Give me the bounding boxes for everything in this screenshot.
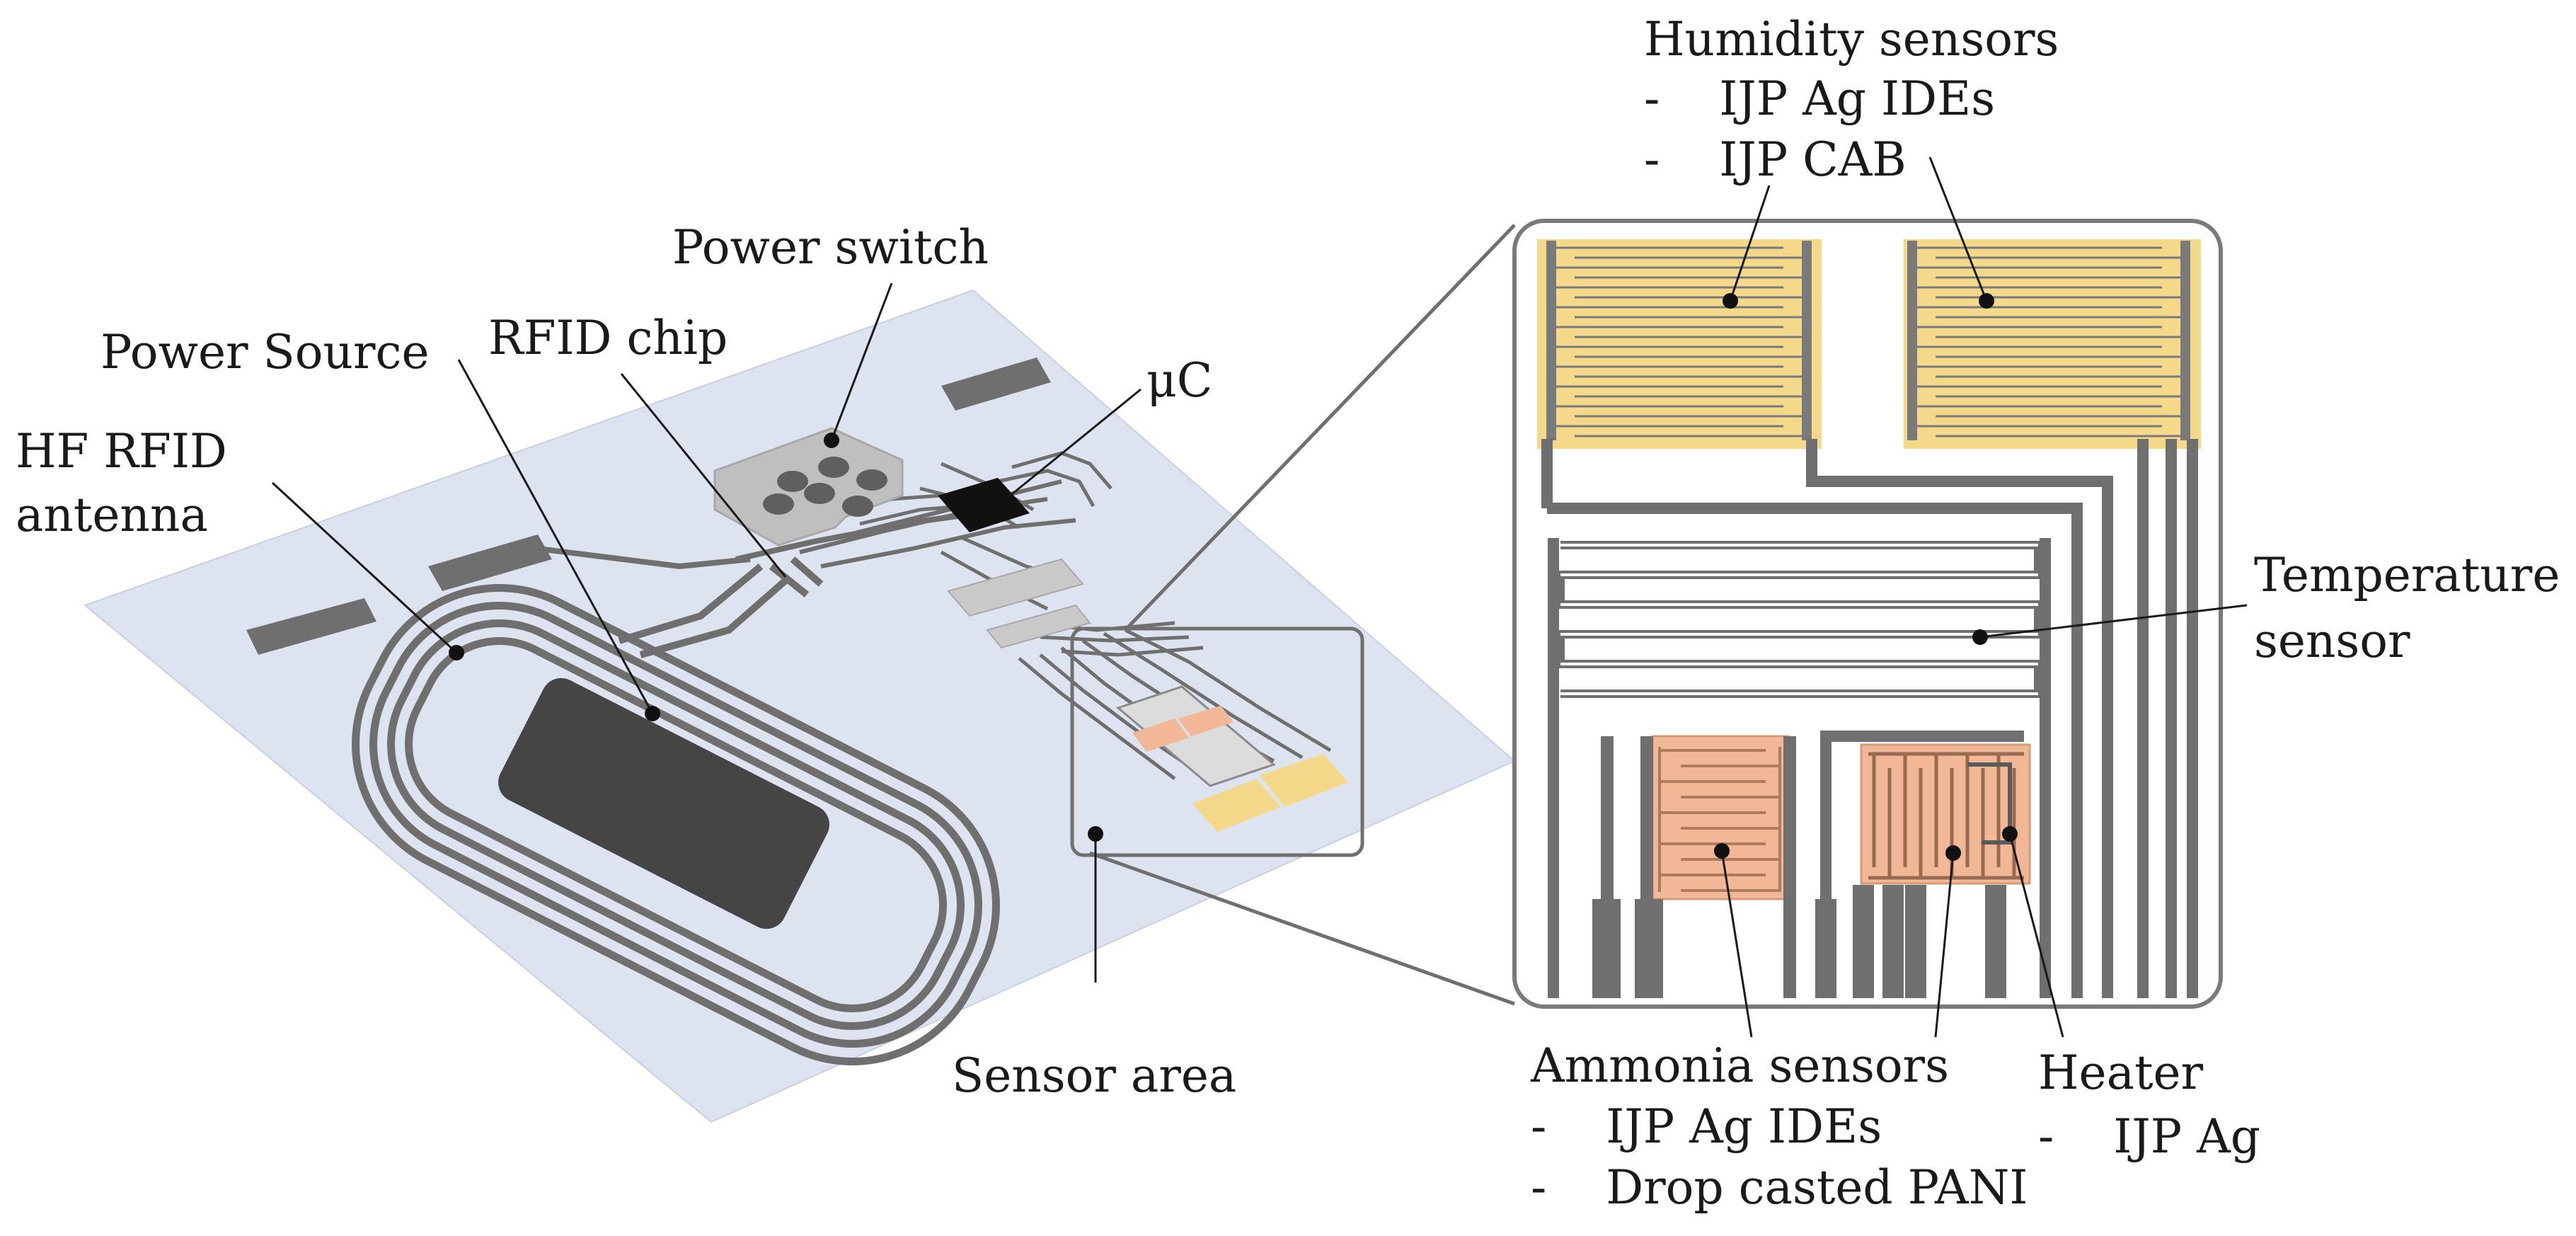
humidity-sensor-pad <box>1904 239 2201 449</box>
detail-traces <box>1541 439 2198 998</box>
hf-rfid-antenna <box>352 584 1000 1065</box>
antenna-label-line-1: HF RFID <box>16 424 227 479</box>
mini-ammonia-pad <box>1178 706 1234 736</box>
ammonia-sensors-item-2: - Drop casted PANI <box>1531 1160 2028 1215</box>
tag-overview <box>84 289 1516 1123</box>
humidity-sensors-title: Humidity sensors <box>1644 12 2059 67</box>
mini-humidity-pad <box>1192 779 1281 832</box>
sensor-area-frame <box>1070 626 1364 857</box>
power-switch-label: Power switch <box>672 220 989 275</box>
antenna-contact-pad <box>246 598 376 655</box>
labels: Humidity sensors - IJP Ag IDEs - IJP CAB… <box>16 12 2560 1215</box>
power-source-label: Power Source <box>100 325 430 379</box>
switch-button <box>804 483 835 504</box>
rfid-chip <box>769 556 824 597</box>
switch-contact-pad <box>941 357 1051 411</box>
switch-button <box>777 471 808 492</box>
component-block <box>947 558 1084 617</box>
ammonia-sensor-left <box>1592 735 1796 998</box>
humidity-ide-electrode <box>1907 241 2190 440</box>
temperature-sensor-meander <box>1556 541 2042 698</box>
heater-item-1: - IJP Ag <box>2038 1109 2260 1164</box>
humidity-sensors-item-1: - IJP Ag IDEs <box>1644 71 1995 126</box>
substrate-sheet <box>84 289 1516 1123</box>
temperature-sensor-label-line-1: Temperature <box>2254 548 2560 602</box>
switch-button <box>818 457 849 478</box>
heater-title: Heater <box>2038 1046 2204 1100</box>
zoom-line-bottom <box>1089 851 1515 1006</box>
microcontroller-chip <box>938 478 1030 532</box>
sensor-area-label: Sensor area <box>952 1048 1236 1103</box>
power-switch-panel <box>713 427 904 547</box>
component-block <box>986 604 1091 649</box>
sensor-area-miniature <box>1115 685 1348 832</box>
ammonia-sensors-item-1: - IJP Ag IDEs <box>1531 1099 1882 1154</box>
antenna-contact-pad <box>428 534 552 591</box>
temperature-sensor-label-line-2: sensor <box>2254 614 2410 668</box>
humidity-sensor-pad <box>1537 239 1822 449</box>
ammonia-sensors-title: Ammonia sensors <box>1530 1038 1949 1093</box>
zoom-line-top <box>1124 224 1516 631</box>
power-source-battery <box>498 677 829 929</box>
humidity-sensors-item-2: - IJP CAB <box>1644 132 1907 187</box>
switch-button <box>842 496 873 517</box>
sensor-area-detail <box>1512 219 2223 1009</box>
leader-lines <box>271 156 2248 1038</box>
switch-button <box>856 469 887 491</box>
antenna-label-line-2: antenna <box>16 488 208 542</box>
humidity-ide-electrode <box>1546 241 1812 440</box>
mini-ammonia-pad <box>1132 719 1189 752</box>
microcontroller-label: μC <box>1146 353 1212 408</box>
rfid-chip-label: RFID chip <box>488 311 728 365</box>
switch-button <box>763 493 794 515</box>
mini-humidity-pad <box>1260 754 1348 807</box>
ammonia-sensor-right <box>1815 731 2031 998</box>
